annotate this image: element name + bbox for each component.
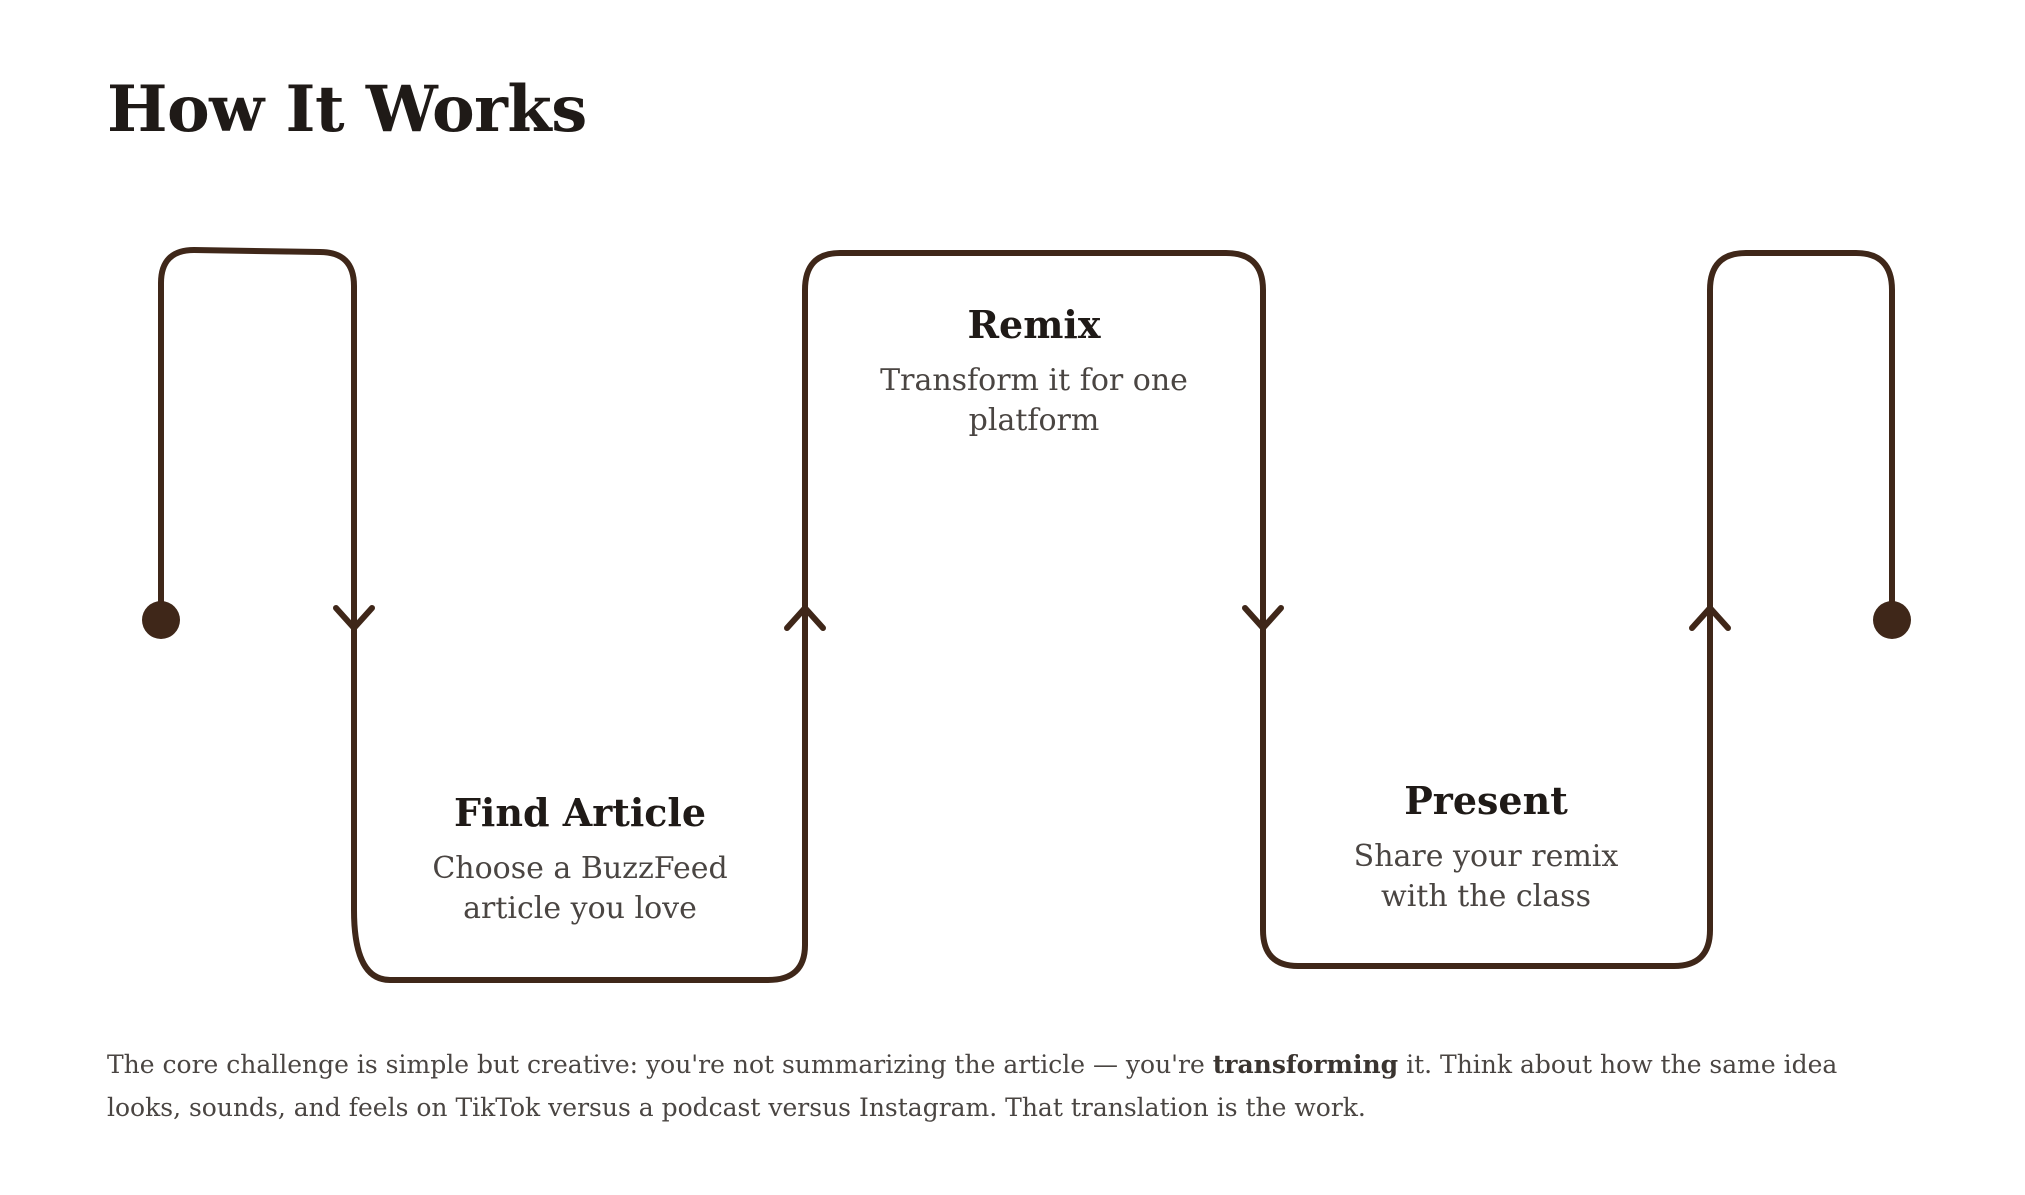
description-paragraph: The core challenge is simple but creativ… [107, 1043, 1917, 1129]
arrow-down-icon [333, 605, 375, 631]
arrow-up-icon [1689, 605, 1731, 631]
page-title: How It Works [107, 72, 587, 147]
arrow-down-icon [1242, 605, 1284, 631]
connector-start-loop [158, 247, 1895, 983]
description-text: The core challenge is simple but creativ… [107, 1050, 1213, 1079]
step-title: Present [1404, 778, 1568, 823]
step-description: Share your remix with the class [1353, 839, 1619, 914]
step-title: Remix [967, 302, 1101, 347]
arrow-up-icon [784, 605, 826, 631]
description-text: it. Think about how the same idea looks,… [107, 1050, 1838, 1122]
step-present: Present Share your remix with the class [1336, 778, 1636, 917]
description-emphasis: transforming [1212, 1050, 1399, 1079]
step-description: Choose a BuzzFeed article you love [432, 851, 728, 926]
end-dot-icon [1873, 601, 1911, 639]
start-dot-icon [142, 601, 180, 639]
step-title: Find Article [453, 790, 707, 835]
step-find-article: Find Article Choose a BuzzFeed article y… [420, 790, 740, 929]
step-description: Transform it for one platform [880, 363, 1188, 438]
step-remix: Remix Transform it for one platform [864, 302, 1204, 441]
